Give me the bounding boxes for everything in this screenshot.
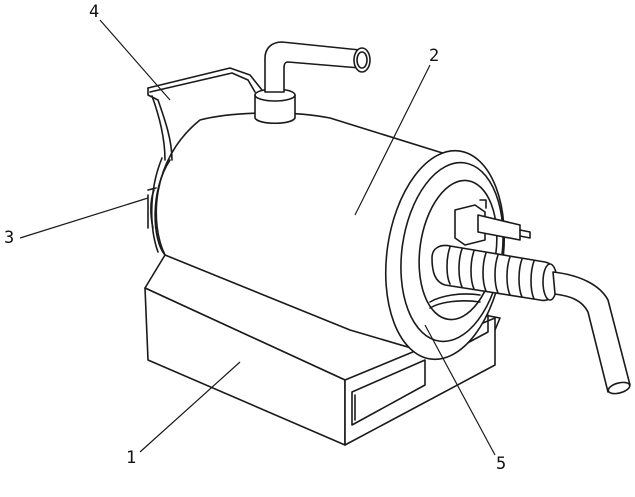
top-inlet-pipe (255, 42, 370, 123)
callout-5: 5 (496, 456, 506, 473)
callout-3: 3 (4, 230, 14, 247)
callout-4: 4 (89, 4, 99, 21)
callout-2: 2 (429, 48, 439, 65)
leader-3 (20, 198, 148, 238)
callout-1: 1 (126, 450, 136, 467)
leader-4 (100, 20, 170, 100)
